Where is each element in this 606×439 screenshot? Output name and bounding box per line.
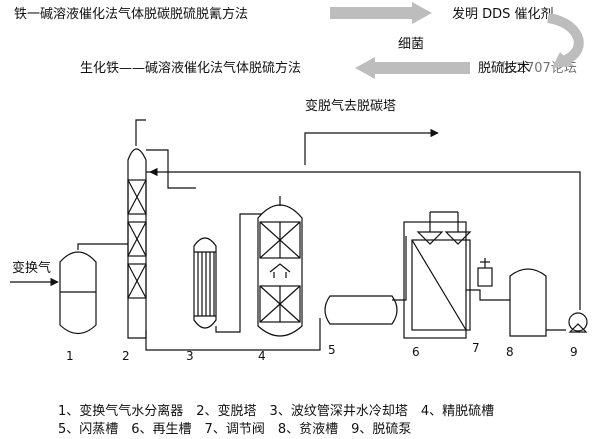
- fine-desulfurization-tank: [257, 204, 303, 337]
- line-5-6: [392, 236, 407, 301]
- label-9: 9: [570, 345, 578, 359]
- header-invention: 发明 DDS 催化剂: [452, 6, 554, 22]
- header-bacteria-label: 细菌: [398, 37, 424, 52]
- legend-line-1: 1、变换气气水分离器 2、变脱塔 3、波纹管深井水冷却塔 4、精脱硫槽: [58, 404, 495, 419]
- line-6-8: [466, 289, 510, 301]
- rich-liquor-line: [145, 318, 321, 351]
- label-4: 4: [258, 349, 266, 363]
- header-desulfurization-tech: 脱硫技术: [478, 61, 530, 76]
- line-2-3: [146, 149, 196, 189]
- desulfurization-tower: [127, 128, 147, 339]
- feed-label: 变换气: [12, 260, 51, 276]
- label-1: 1: [66, 349, 74, 363]
- lean-liquor-tank: [509, 268, 547, 337]
- label-3: 3: [186, 349, 194, 363]
- tower-top-pipe: [135, 119, 146, 128]
- gray-curved-arrow: [547, 13, 584, 68]
- label-8: 8: [506, 345, 514, 359]
- flash-tank: [324, 295, 398, 325]
- outlet-arrow: [304, 128, 439, 165]
- cooler-tower: [193, 237, 217, 329]
- lean-liquor-return: [146, 171, 581, 310]
- header-method-1: 铁一碱溶液催化法气体脱碳脱硫脱氰方法: [14, 6, 248, 22]
- line-1-2: [77, 243, 128, 250]
- line-3-4: [215, 213, 262, 333]
- label-7: 7: [472, 341, 480, 355]
- gray-left-arrow: [355, 57, 470, 79]
- header-method-2: 生化铁——碱溶液催化法气体脱硫方法: [80, 60, 301, 76]
- desulfurization-pump: [568, 312, 588, 333]
- label-2: 2: [122, 349, 130, 363]
- outlet-label: 变脱气去脱碳塔: [305, 98, 396, 114]
- gray-right-arrow: [330, 2, 432, 24]
- label-6: 6: [412, 345, 420, 359]
- separator-vessel: [59, 251, 97, 335]
- legend-line-2: 5、闪蒸槽 6、再生槽 7、调节阀 8、贫液槽 9、脱硫泵: [58, 422, 412, 437]
- regeneration-tank: [403, 211, 472, 339]
- label-5: 5: [328, 343, 336, 357]
- regulating-valve: [477, 258, 493, 287]
